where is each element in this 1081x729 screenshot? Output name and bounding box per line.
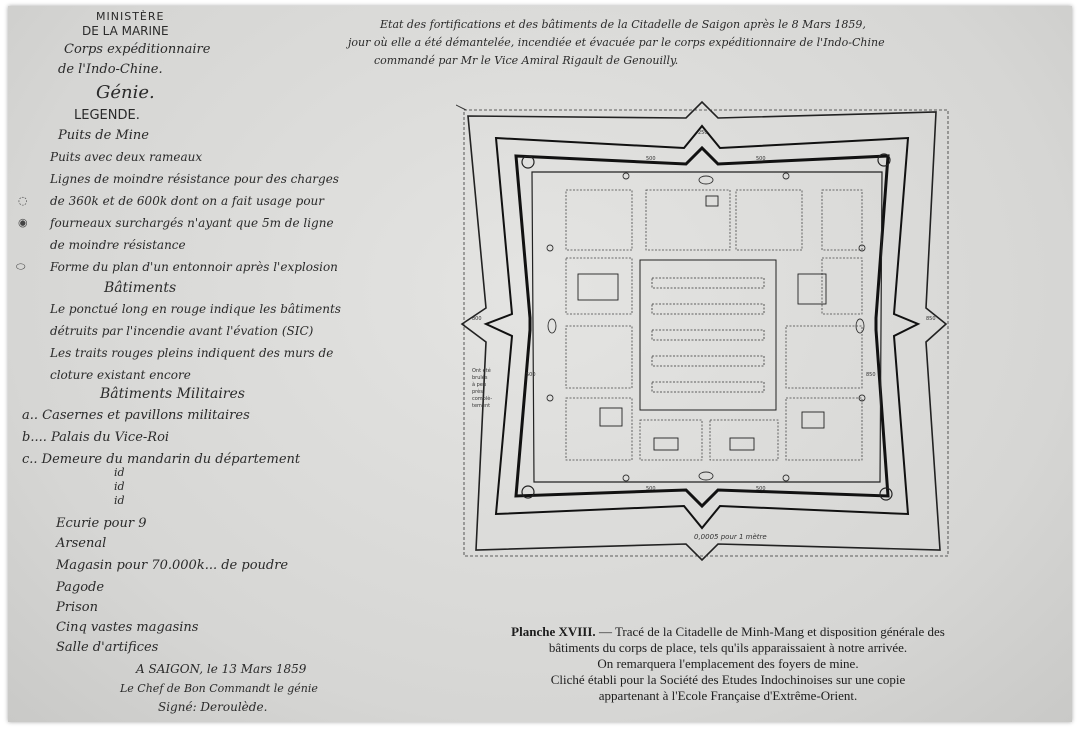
crater-shape-icon: ⬭ [16, 260, 26, 273]
plan-title-line-2: jour où elle a été démantelée, incendiée… [348, 36, 885, 49]
bastion-ne [877, 153, 891, 167]
caption-line-2: bâtiments du corps de place, tels qu'ils… [548, 640, 908, 655]
military-item-id-3: id [114, 494, 125, 507]
military-item-arsenal: Arsenal [56, 536, 107, 551]
military-item-stable: Ecurie pour 9 [56, 516, 147, 531]
caption-line-5: appartenant à l'Ecole Française d'Extrêm… [598, 688, 858, 703]
military-item-powder-store: Magasin pour 70.000k... de poudre [56, 558, 289, 573]
military-item-warehouses: Cinq vastes magasins [56, 620, 199, 635]
building-blocks [565, 189, 863, 461]
signer-title: Le Chef de Bon Commandt le génie [120, 682, 318, 695]
military-item-id-2: id [114, 480, 125, 493]
north-arrow-line [456, 104, 467, 111]
military-heading: Bâtiments Militaires [100, 386, 245, 402]
signature: Signé: Deroulède. [158, 700, 268, 714]
measure-east-inner: 850 [866, 372, 876, 378]
outer-boundary [463, 109, 949, 557]
caption-line-1: Planche XVIII. — Tracé de la Citadelle d… [418, 624, 1038, 640]
caption-line-4: Cliché établi pour la Société des Etudes… [550, 672, 906, 687]
legend-item-charges: de 360k et de 600k dont on a fait usage … [50, 194, 325, 208]
charge-circle-icon: ◌ [18, 194, 28, 207]
breach-note-4: complè- [472, 395, 492, 402]
military-item-prison: Prison [56, 600, 98, 615]
legend-navy: DE LA MARINE [82, 24, 169, 38]
measure-north-apex: 250 [698, 130, 708, 136]
outer-glacis [460, 100, 948, 562]
measure-north-right: 500 [756, 156, 766, 162]
rampart-outer [483, 124, 921, 530]
measure-south-left: 500 [646, 486, 656, 492]
breach-note-1: brulés [472, 374, 488, 381]
building-note-3: Les traits rouges pleins indiquent des m… [50, 346, 334, 360]
plan-title-line-1: Etat des fortifications et des bâtiments… [380, 18, 866, 31]
legend-item-resistance-lines: Lignes de moindre résistance pour des ch… [50, 172, 339, 186]
building-note-1: Le ponctué long en rouge indique les bât… [50, 302, 341, 316]
breach-note-2: à peu [472, 381, 486, 388]
inner-wall [531, 171, 883, 483]
scale-note: 0,0005 pour 1 mètre [694, 533, 767, 541]
building-note-2: détruits par l'incendie avant l'évation … [50, 324, 314, 338]
legend-heading: LEGENDE. [74, 108, 140, 123]
bastion-se [879, 487, 893, 501]
measure-east: 850 [926, 316, 936, 322]
legend-item-shaft-branches: Puits avec deux rameaux [50, 150, 203, 164]
measure-west: 800 [472, 316, 482, 322]
breach-note-3: près [472, 388, 483, 395]
military-item-c: c.. Demeure du mandarin du département [22, 452, 301, 467]
legend-item-least-resistance: de moindre résistance [50, 238, 186, 252]
barracks-rows [651, 277, 765, 393]
military-item-a: a.. Casernes et pavillons militaires [22, 408, 250, 423]
measure-north-left: 500 [646, 156, 656, 162]
legend-item-mine-shaft: Puits de Mine [58, 128, 149, 143]
building-note-4: cloture existant encore [50, 368, 191, 382]
solid-buildings [577, 195, 827, 451]
military-item-b: b.... Palais du Vice-Roi [22, 430, 170, 445]
measure-west-inner: 500 [526, 372, 536, 378]
caption-plate: Planche XVIII. [511, 624, 596, 639]
legend-service: Génie. [96, 82, 155, 103]
overcharged-furnace-icon: ◉ [18, 216, 28, 229]
military-item-fireworks: Salle d'artifices [56, 640, 159, 655]
measure-south-right: 500 [756, 486, 766, 492]
caption-line-3: On remarquera l'emplacement des foyers d… [597, 656, 859, 671]
scanned-plate: MINISTÈRE DE LA MARINE Corps expéditionn… [8, 6, 1072, 722]
legend-region: de l'Indo-Chine. [58, 62, 163, 77]
plan-title-line-3: commandé par Mr le Vice Amiral Rigault d… [374, 54, 679, 67]
military-item-id-1: id [114, 466, 125, 479]
legend-item-crater: Forme du plan d'un entonnoir après l'exp… [50, 260, 338, 274]
breach-note-5: tement [472, 403, 490, 409]
mine-furnaces [546, 172, 866, 482]
citadel-plan: Ont été brulés à peu près complè- tement… [456, 100, 949, 562]
legend-corps: Corps expéditionnaire [64, 42, 211, 57]
breach-note-0: Ont été [472, 367, 491, 374]
place-date: A SAIGON, le 13 Mars 1859 [136, 662, 307, 676]
caption-title: — Tracé de la Citadelle de Minh-Mang et … [595, 624, 945, 639]
buildings-heading: Bâtiments [104, 280, 177, 296]
central-parade [639, 259, 777, 411]
legend-ministry: MINISTÈRE [96, 10, 165, 23]
bastion-nw [521, 155, 535, 169]
rampart-inner [514, 145, 890, 509]
military-item-pagoda: Pagode [56, 580, 105, 595]
bastion-sw [521, 485, 535, 499]
legend-item-overcharged: fourneaux surchargés n'ayant que 5m de l… [50, 216, 334, 230]
